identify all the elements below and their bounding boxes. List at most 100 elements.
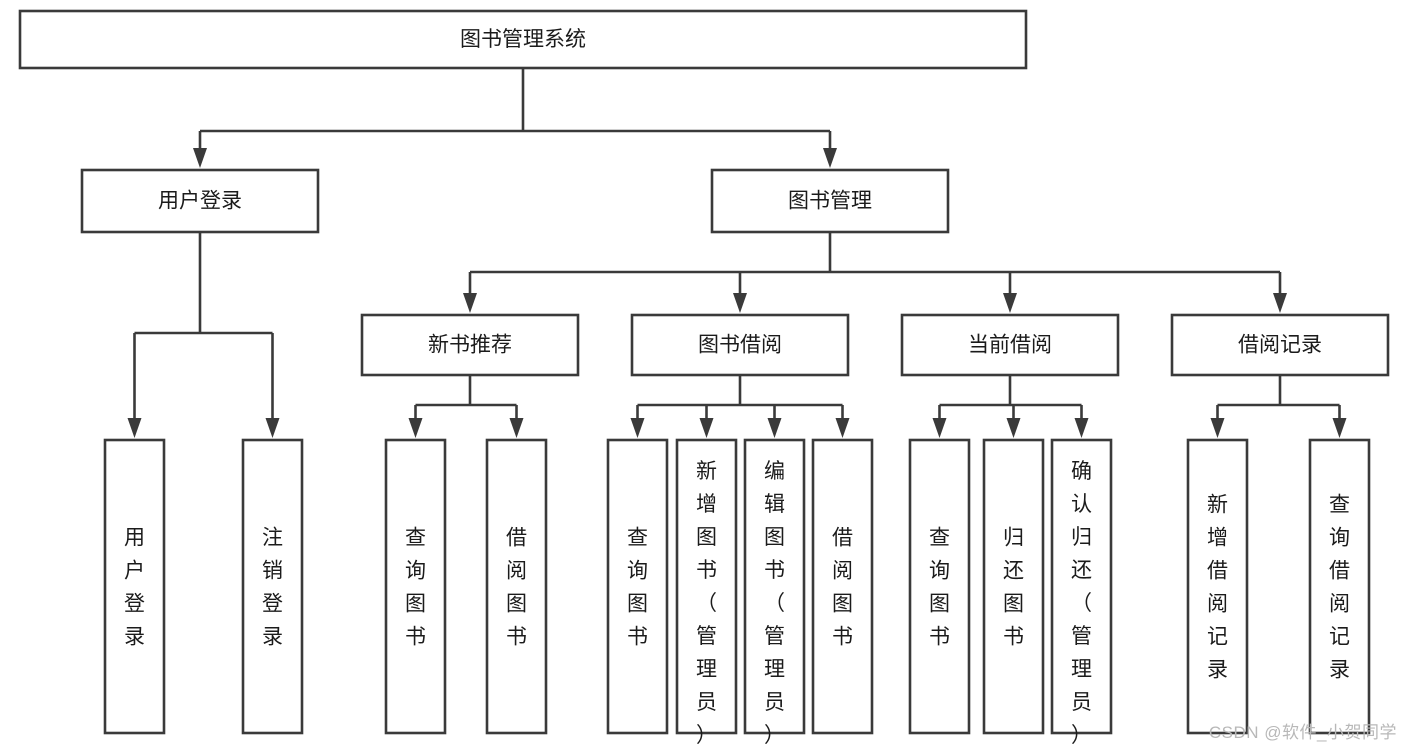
svg-text:理: 理: [696, 658, 717, 681]
svg-text:记: 记: [1329, 626, 1350, 649]
svg-text:录: 录: [124, 626, 145, 649]
svg-text:员: 员: [696, 691, 717, 714]
arrow-head-icon: [932, 418, 947, 438]
svg-text:阅: 阅: [832, 560, 853, 583]
svg-text:查: 查: [627, 527, 648, 550]
svg-text:员: 员: [1071, 691, 1092, 714]
root-node-node-图书管理系统[interactable]: [18, 9, 1028, 70]
leaf-node-node-查询图书[interactable]: [908, 438, 971, 735]
leaf-node-node-新增借阅记录[interactable]: [1186, 438, 1249, 735]
svg-text:管: 管: [1071, 625, 1092, 648]
svg-text:图: 图: [1003, 593, 1024, 616]
arrow-head-icon: [1003, 293, 1017, 313]
svg-text:员: 员: [764, 691, 785, 714]
svg-text:新: 新: [1207, 494, 1228, 517]
svg-text:（: （: [1071, 592, 1092, 615]
svg-text:询: 询: [1329, 527, 1350, 550]
svg-text:录: 录: [1207, 659, 1228, 682]
svg-text:编: 编: [764, 460, 785, 483]
node-label: 当前借阅: [968, 334, 1052, 357]
arrow-head-icon: [699, 418, 714, 438]
arrow-head-icon: [835, 418, 850, 438]
svg-text:借: 借: [1207, 560, 1228, 583]
node-label: 图书借阅: [698, 334, 782, 357]
arrow-head-icon: [408, 418, 423, 438]
leaf-node-node-查询图书[interactable]: [384, 438, 447, 735]
svg-text:）: ）: [696, 724, 717, 747]
node-label: 用户登录: [158, 190, 242, 213]
node-label: 用户登录: [124, 527, 145, 649]
arrow-head-icon: [193, 148, 207, 168]
svg-text:图书管理: 图书管理: [788, 190, 872, 213]
level2-node-node-图书借阅[interactable]: [630, 313, 850, 377]
arrow-head-icon: [1074, 418, 1089, 438]
arrow-head-icon: [127, 418, 142, 438]
svg-text:书: 书: [832, 626, 853, 649]
svg-text:新书推荐: 新书推荐: [428, 334, 512, 357]
svg-text:户: 户: [124, 560, 145, 583]
leaf-node-node-归还图书[interactable]: [982, 438, 1045, 735]
svg-text:阅: 阅: [506, 560, 527, 583]
watermark-label: CSDN @软件_小贺同学: [1208, 723, 1397, 742]
svg-text:确: 确: [1071, 460, 1092, 483]
leaf-node-node-查询借阅记录[interactable]: [1308, 438, 1371, 735]
leaf-node-node-用户登录[interactable]: [103, 438, 166, 735]
leaf-node-node-借阅图书[interactable]: [811, 438, 874, 735]
arrow-head-icon: [1273, 293, 1287, 313]
svg-text:书: 书: [1003, 626, 1024, 649]
svg-text:借: 借: [832, 527, 853, 550]
level1-node-node-图书管理[interactable]: [710, 168, 950, 234]
svg-text:还: 还: [1003, 560, 1024, 583]
svg-text:图: 图: [506, 593, 527, 616]
svg-text:借: 借: [506, 527, 527, 550]
svg-text:（: （: [764, 592, 785, 615]
svg-text:书: 书: [696, 559, 717, 582]
svg-text:查: 查: [929, 527, 950, 550]
svg-text:图: 图: [696, 526, 717, 549]
svg-text:查: 查: [405, 527, 426, 550]
level2-node-node-借阅记录[interactable]: [1170, 313, 1390, 377]
svg-text:用户登录: 用户登录: [158, 190, 242, 213]
svg-text:当前借阅: 当前借阅: [968, 334, 1052, 357]
svg-text:（: （: [696, 592, 717, 615]
leaf-node-node-编辑图书管理员[interactable]: [743, 438, 806, 735]
svg-text:）: ）: [1071, 724, 1092, 747]
arrow-head-icon: [1332, 418, 1347, 438]
node-label: 图书管理: [788, 190, 872, 213]
arrow-head-icon: [630, 418, 645, 438]
arrow-head-icon: [767, 418, 782, 438]
svg-text:理: 理: [764, 658, 785, 681]
svg-text:销: 销: [262, 560, 283, 583]
leaf-node-node-借阅图书[interactable]: [485, 438, 548, 735]
svg-text:图: 图: [832, 593, 853, 616]
svg-text:图书管理系统: 图书管理系统: [460, 28, 586, 51]
leaf-node-node-查询图书[interactable]: [606, 438, 669, 735]
svg-text:查: 查: [1329, 494, 1350, 517]
arrow-head-icon: [1006, 418, 1021, 438]
svg-text:增: 增: [696, 493, 717, 516]
svg-text:书: 书: [506, 626, 527, 649]
svg-text:辑: 辑: [764, 493, 785, 516]
svg-text:借阅记录: 借阅记录: [1238, 334, 1322, 357]
level2-node-node-当前借阅[interactable]: [900, 313, 1120, 377]
svg-text:图: 图: [627, 593, 648, 616]
svg-text:新: 新: [696, 460, 717, 483]
leaf-node-node-注销登录[interactable]: [241, 438, 304, 735]
leaf-node-node-确认归还管理员[interactable]: [1050, 438, 1113, 735]
svg-text:注: 注: [262, 527, 283, 550]
svg-text:记: 记: [1207, 626, 1228, 649]
leaf-node-node-新增图书管理员[interactable]: [675, 438, 738, 735]
svg-text:书: 书: [627, 626, 648, 649]
svg-text:图: 图: [929, 593, 950, 616]
svg-text:阅: 阅: [1207, 593, 1228, 616]
svg-text:管: 管: [696, 625, 717, 648]
svg-text:理: 理: [1071, 658, 1092, 681]
